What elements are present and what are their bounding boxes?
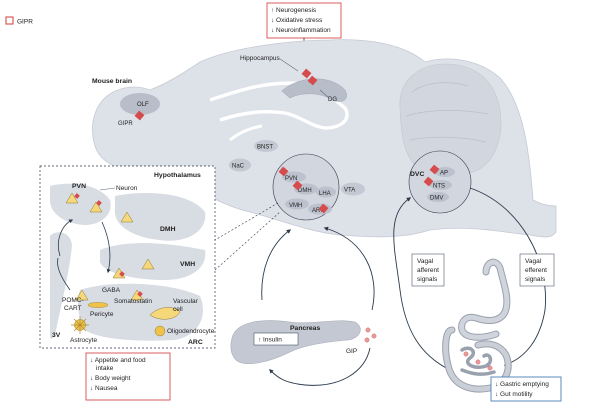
effect-oxidative-stress: ↓ Oxidative stress — [271, 17, 323, 24]
inset-cell: cell — [173, 306, 183, 313]
gipr-marker — [307, 75, 318, 86]
inset-oligodendrocyte: Oligodendrocyte — [167, 328, 215, 335]
vagal-efferent-label: Vagal efferent signals — [519, 253, 555, 287]
legend-label: GIPR — [17, 19, 33, 26]
effects-top-box: ↑ Neurogenesis ↓ Oxidative stress ↓ Neur… — [266, 2, 342, 82]
region-vmh: VMH — [289, 203, 302, 209]
gastrointestinal-tract — [442, 258, 512, 393]
inset-pvn: PVN — [72, 183, 86, 190]
inset-gaba: GABA — [102, 287, 121, 294]
region-lha: LHA — [319, 191, 331, 197]
inset-neuron: Neuron — [116, 185, 138, 192]
inset-pericyte: Pericyte — [90, 311, 114, 318]
gipr-marker — [423, 176, 434, 187]
vagal-afferent-label: Vagal afferent signals — [411, 253, 445, 287]
hypothalamus-inset: Hypothalamus PVN — [39, 165, 216, 349]
inset-arc: ARC — [188, 339, 203, 346]
vagal-afferent-line1: Vagal — [417, 258, 434, 265]
effects-hypothalamus-box: ↓ Appetite and food intake ↓ Body weight… — [85, 352, 171, 401]
vagal-efferent-line1: Vagal — [525, 258, 542, 265]
region-gipr: GIPR — [118, 121, 133, 127]
inset-title: Hypothalamus — [154, 172, 201, 179]
region-nts: NTS — [433, 184, 445, 190]
effects-gut-box: ↓ Gastric emptying ↓ Gut motility — [490, 376, 562, 402]
inset-vmh: VMH — [180, 261, 195, 268]
region-dg: DG — [328, 97, 337, 103]
gipr-legend-swatch — [5, 16, 14, 25]
vagal-afferent-line2: afferent — [417, 267, 439, 274]
vagal-efferent-line3: signals — [525, 276, 546, 283]
gipr-markers-brain — [134, 68, 440, 214]
gipr-marker — [429, 164, 440, 175]
brain-region-labels: OLF GIPR Hippocampus DG BNST NaC — [118, 55, 337, 172]
region-vta: VTA — [344, 188, 355, 194]
region-dvc: DVC — [410, 171, 424, 178]
pancreas: Pancreas ↑ Insulin GIP — [230, 320, 377, 364]
inset-astrocyte: Astrocyte — [70, 337, 97, 344]
vagal-efferent-line2: efferent — [525, 267, 547, 274]
gipr-marker — [301, 68, 312, 79]
region-dmh: DMH — [298, 188, 312, 194]
effect-nausea: ↓ Nausea — [90, 385, 118, 392]
region-pvn: PVN — [285, 176, 297, 182]
inset-cart: CART — [64, 305, 82, 312]
region-bnst: BNST — [257, 145, 273, 151]
effect-body-weight: ↓ Body weight — [90, 375, 131, 382]
region-ap: AP — [440, 171, 448, 177]
mouse-brain-label: Mouse brain — [92, 78, 132, 85]
effect-intake: intake — [96, 365, 114, 372]
inset-somatostatin: Somatostatin — [114, 298, 152, 305]
region-hippocampus: Hippocampus — [240, 55, 280, 62]
pancreas-gip: GIP — [346, 348, 357, 355]
inset-3v: 3V — [52, 332, 61, 339]
gipr-marker — [318, 203, 329, 214]
inset-dmh: DMH — [160, 226, 176, 233]
effect-neuroinflammation: ↓ Neuroinflammation — [271, 27, 331, 34]
region-arc: ARC — [312, 208, 325, 214]
vagal-afferent-line3: signals — [417, 276, 438, 283]
pancreas-title: Pancreas — [290, 325, 320, 332]
effect-gut-motility: ↓ Gut motility — [495, 391, 533, 398]
inset-pomc: POMC- — [62, 297, 84, 304]
pancreas-insulin: ↑ Insulin — [258, 337, 282, 344]
legend: GIPR — [5, 16, 33, 26]
region-olf: OLF — [137, 102, 149, 108]
region-dmv: DMV — [430, 196, 443, 202]
gipr-marker — [134, 110, 145, 121]
gipr-marker — [278, 166, 289, 177]
dvc-region: DVC AP NTS DMV — [408, 150, 472, 214]
effect-appetite: ↓ Appetite and food — [90, 357, 146, 364]
gipr-marker — [292, 180, 303, 191]
region-nac: NaC — [232, 164, 245, 170]
effect-gastric-emptying: ↓ Gastric emptying — [495, 381, 549, 388]
effect-neurogenesis: ↑ Neurogenesis — [271, 7, 317, 14]
inset-vascular: Vascular — [173, 298, 199, 305]
